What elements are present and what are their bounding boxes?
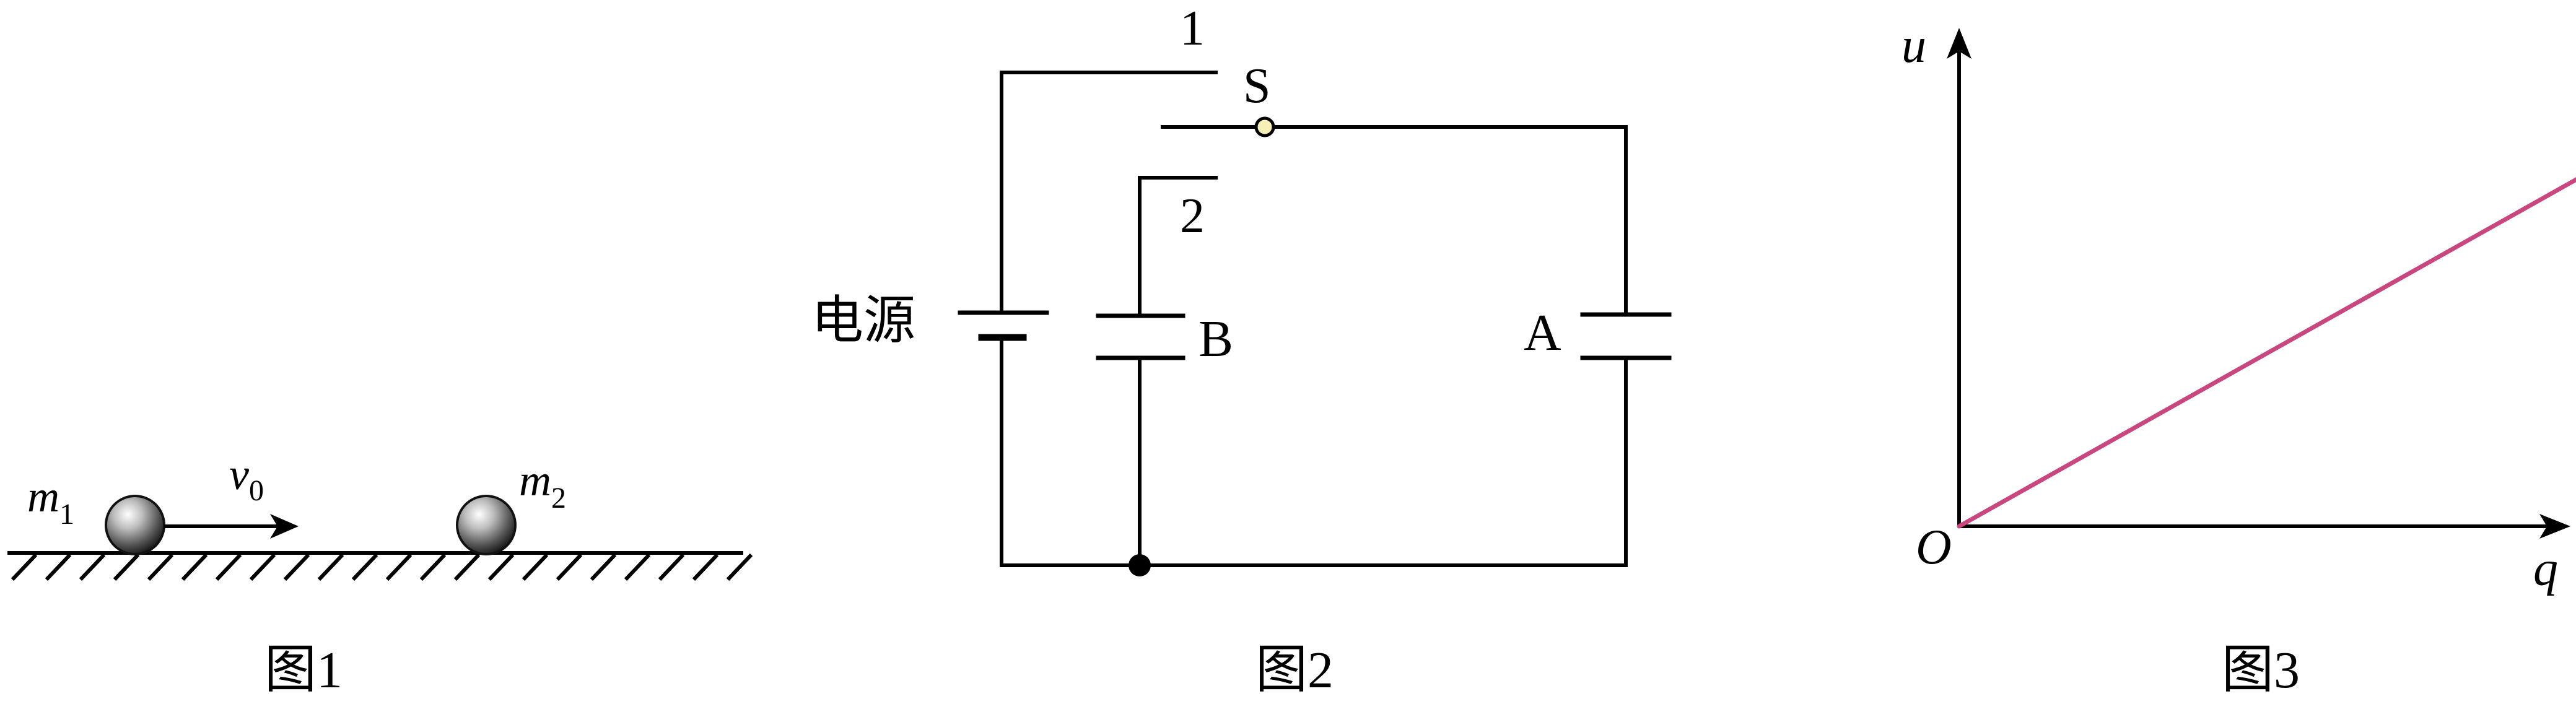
switch-label: S [1243,59,1271,113]
ground-hatch [79,553,106,581]
ground-hatch [147,553,174,581]
terminal-1-wire [1000,71,1218,315]
ground-hatch [419,553,447,581]
ball-m2 [456,495,517,555]
source-lower-wire [1000,336,1628,567]
x-axis-arrow [2539,514,2570,539]
ground-hatch [487,553,515,581]
ground-hatch [113,553,140,581]
ball-m1 [105,495,165,555]
ground-hatch [249,553,276,581]
ground-hatch [590,553,617,581]
ground-hatch [351,553,378,581]
junction-dot [1129,554,1151,576]
ground-hatch [215,553,242,581]
x-axis-label: q [2533,542,2558,596]
y-axis-arrow [1947,28,1971,59]
figure-2-caption: 图2 [1255,641,1334,699]
ground-hatch [11,553,38,581]
ground-hatch [453,553,481,581]
velocity-label: v0 [229,450,264,507]
ground-hatch [726,553,753,581]
origin-label: O [1916,520,1952,575]
power-source-label: 电源 [811,292,915,350]
ground-hatch [692,553,719,581]
ground-hatch [181,553,208,581]
ground-hatch [658,553,685,581]
figure-2: 1 S 2 电源 B A 图2 [811,1,1672,699]
wire-to-capacitor-a [1271,125,1628,316]
figure-1-caption: 图1 [264,641,343,699]
ground-hatch [624,553,651,581]
ground-hatch [283,553,310,581]
switch-pivot [1254,116,1275,137]
capacitor-b-label: B [1198,310,1233,368]
velocity-arrow-head [270,514,299,539]
ground-hatching [11,553,753,581]
ground-hatch [522,553,549,581]
terminal-2-wire [1138,176,1218,318]
capacitor-a-label: A [1524,304,1561,362]
y-axis-label: u [1901,19,1926,73]
figure-1: v0 m1 m2 图1 [7,450,753,699]
ground-hatch [556,553,583,581]
u-q-line [1957,177,2576,529]
terminal-2-label: 2 [1180,189,1205,243]
ground-hatch [385,553,413,581]
ball-m1-label: m1 [27,472,74,531]
ground-hatch [317,553,344,581]
figure-3: u q O 图3 [1901,19,2576,699]
ground-hatch [45,553,72,581]
ball-m2-label: m2 [519,456,566,515]
terminal-1-label: 1 [1180,1,1205,56]
figure-3-caption: 图3 [2222,641,2300,699]
